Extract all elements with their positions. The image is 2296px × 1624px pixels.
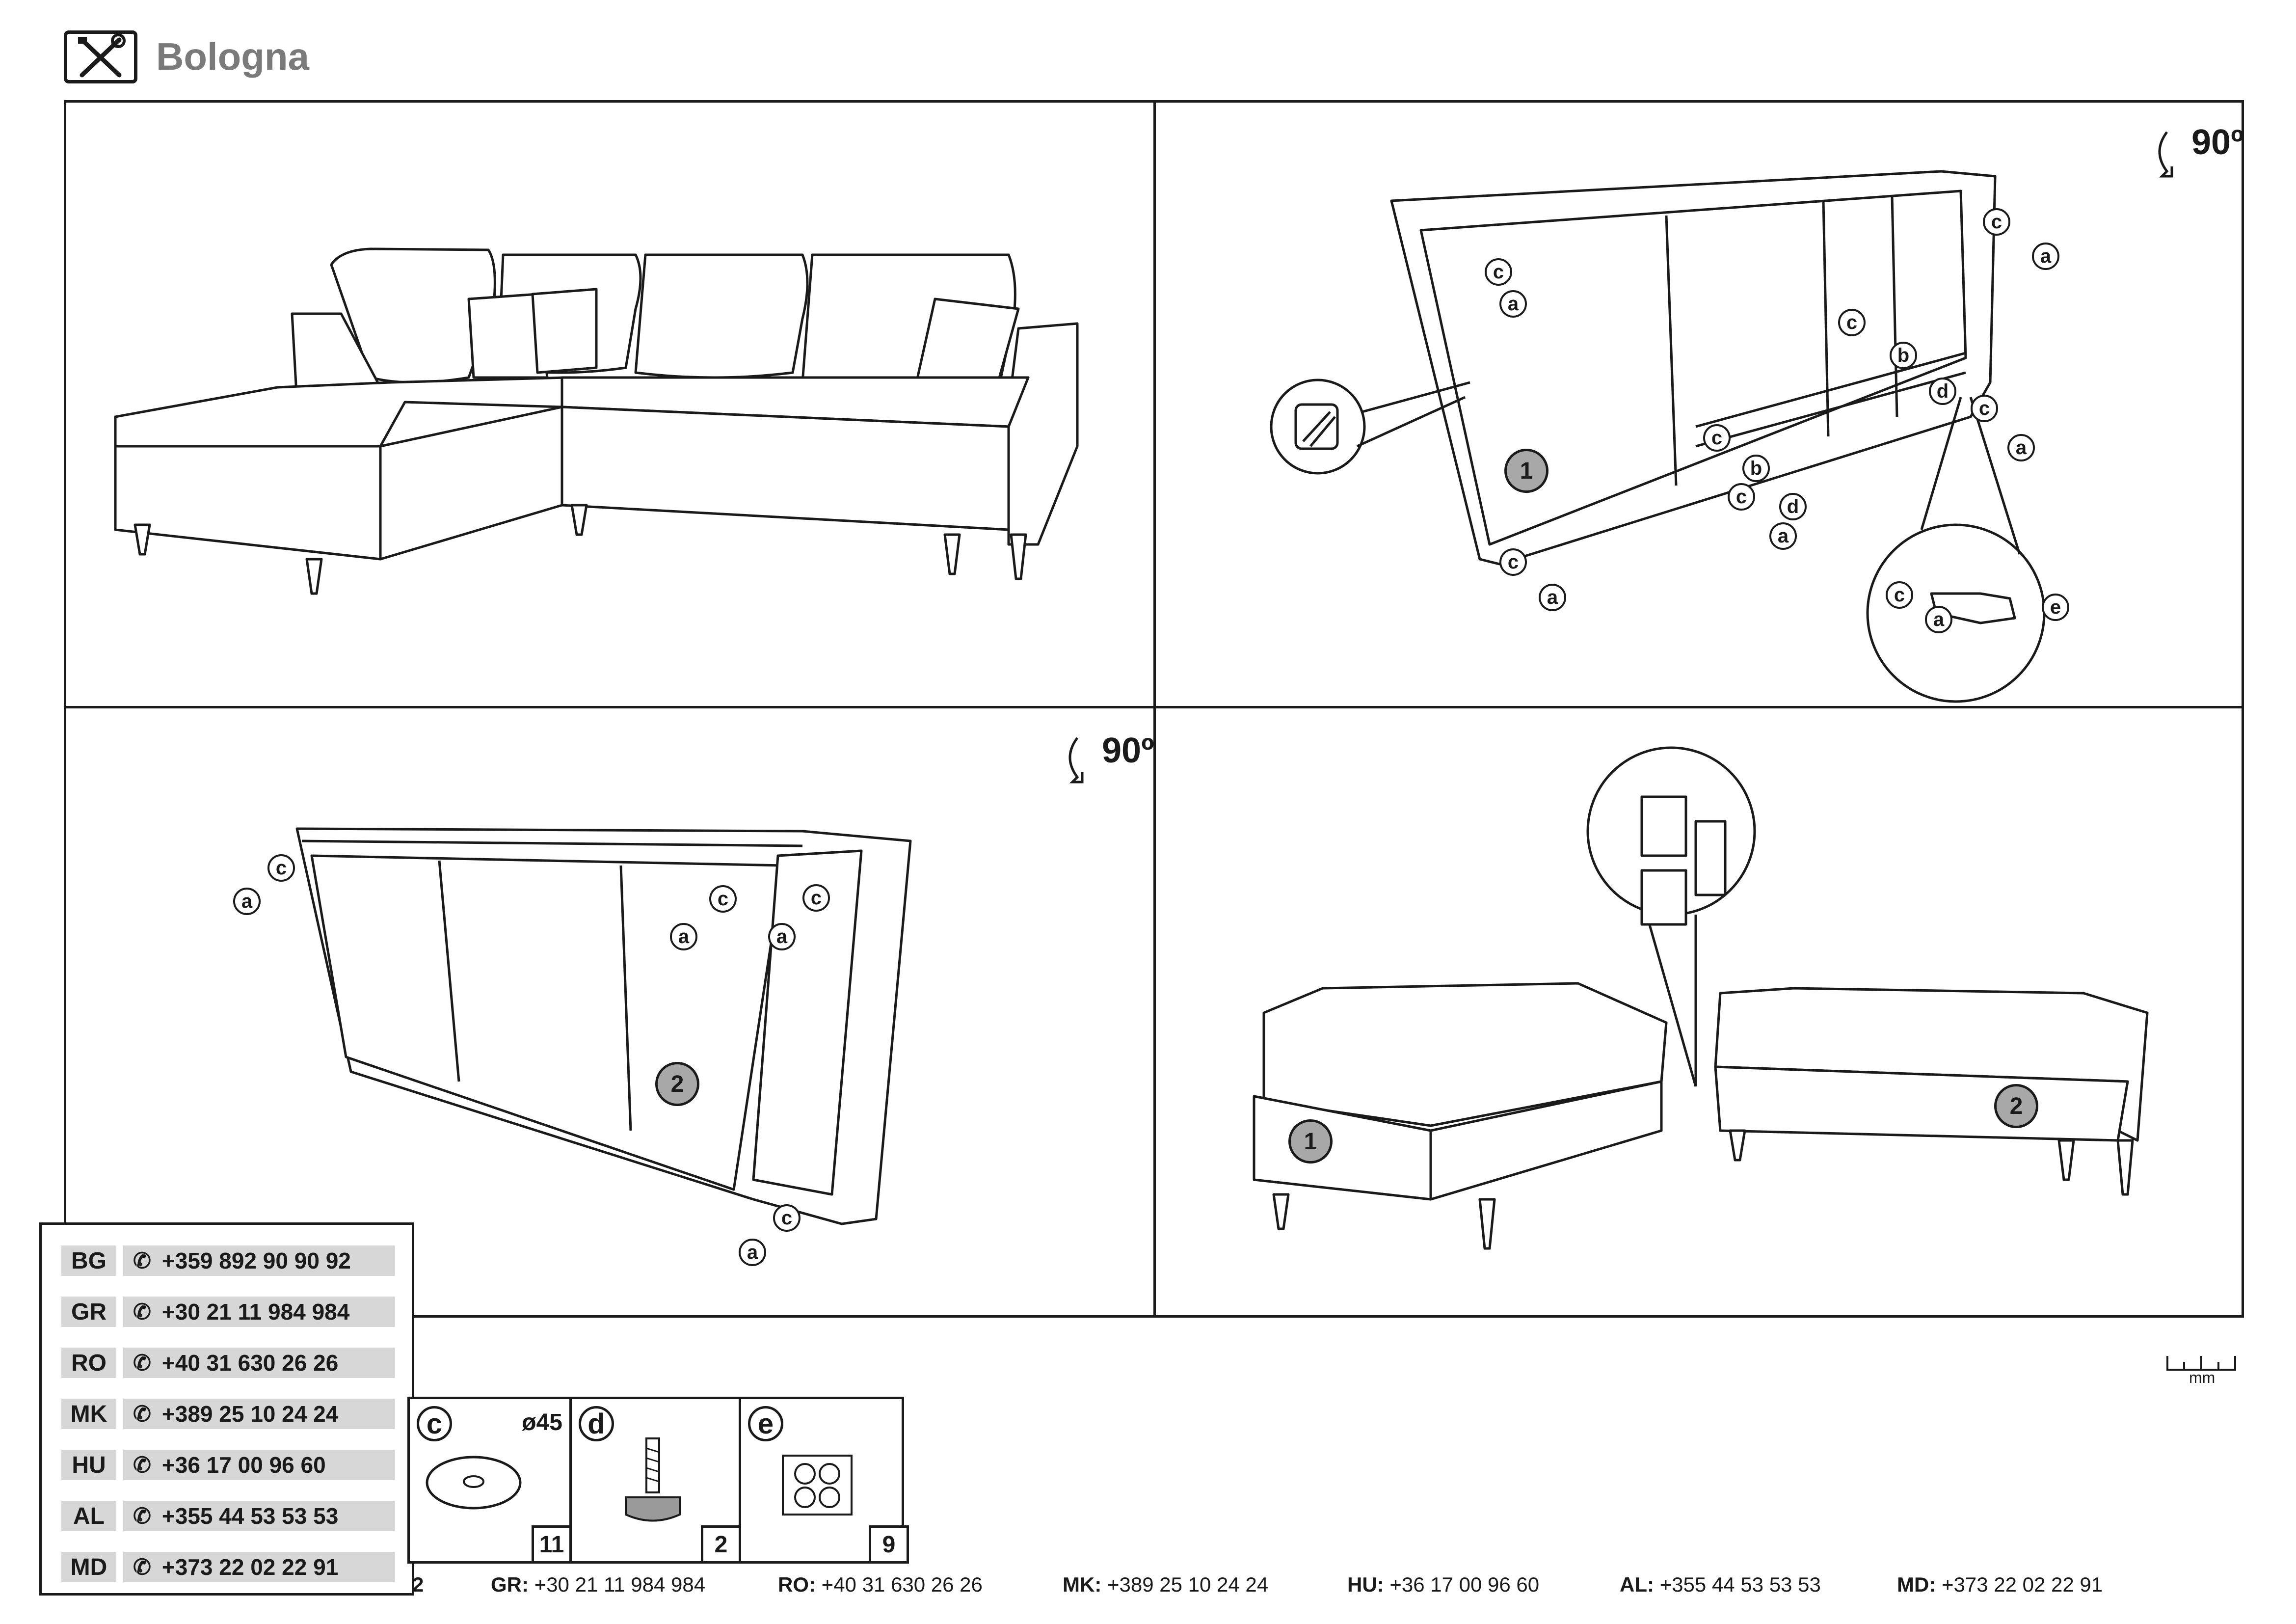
- label-b: b: [1742, 455, 1770, 482]
- label-b: b: [1890, 342, 1917, 369]
- label-a: a: [670, 923, 697, 950]
- phone-number: ✆+359 892 90 90 92: [123, 1245, 395, 1276]
- grid-divider-horizontal: [64, 706, 2244, 708]
- felt-pad-icon: [782, 1455, 853, 1516]
- label-c: c: [709, 885, 737, 913]
- part-number-1: 1: [1288, 1119, 1333, 1164]
- phone-row-bg: BG ✆+359 892 90 90 92: [61, 1245, 395, 1276]
- part-label: c: [417, 1406, 452, 1441]
- step-4-panel: 1 2: [1156, 708, 2242, 1315]
- label-a: a: [739, 1239, 766, 1266]
- label-a: a: [1769, 522, 1797, 550]
- phone-icon: ✆: [133, 1504, 151, 1528]
- phone-number: ✆+355 44 53 53 53: [123, 1501, 395, 1531]
- country-code: BG: [61, 1245, 116, 1276]
- country-code: MK: [61, 1399, 116, 1429]
- label-c: c: [1838, 309, 1866, 336]
- phone-row-md: MD ✆+373 22 02 22 91: [61, 1552, 395, 1582]
- label-a: a: [2032, 243, 2059, 270]
- phone-row-gr: GR ✆+30 21 11 984 984: [61, 1297, 395, 1327]
- country-code: MD: [61, 1552, 116, 1582]
- phone-icon: ✆: [133, 1248, 151, 1273]
- part-number-2: 2: [1994, 1084, 2038, 1128]
- footer-phone-ro: RO: +40 31 630 26 26: [778, 1573, 983, 1596]
- label-a: a: [2007, 434, 2035, 461]
- label-c: c: [1703, 424, 1731, 452]
- label-d: d: [1779, 493, 1807, 520]
- label-d: d: [1929, 378, 1956, 405]
- country-code: GR: [61, 1297, 116, 1327]
- washer-icon: [426, 1456, 522, 1510]
- phone-icon: ✆: [133, 1555, 151, 1579]
- ruler-unit: mm: [2189, 1369, 2216, 1386]
- footer-phone-mk: MK: +389 25 10 24 24: [1063, 1573, 1269, 1596]
- part-d: d 2: [572, 1399, 741, 1564]
- label-e: e: [2042, 594, 2069, 621]
- label-a: a: [768, 923, 796, 950]
- part-quantity: 11: [532, 1525, 572, 1564]
- label-c: c: [802, 884, 830, 912]
- phone-row-hu: HU ✆+36 17 00 96 60: [61, 1450, 395, 1480]
- step-3-panel: 90º 2 c a c a c a c a: [66, 708, 1154, 1315]
- phone-row-al: AL ✆+355 44 53 53 53: [61, 1501, 395, 1531]
- phone-number: ✆+36 17 00 96 60: [123, 1450, 395, 1480]
- footer-phone-hu: HU: +36 17 00 96 60: [1347, 1573, 1540, 1596]
- footer-partial: 2: [412, 1573, 424, 1596]
- phone-icon: ✆: [133, 1402, 151, 1426]
- label-c: c: [1886, 581, 1913, 609]
- label-a: a: [1539, 584, 1566, 611]
- label-c: c: [267, 854, 295, 882]
- part-quantity: 9: [869, 1525, 909, 1564]
- part-label: e: [748, 1406, 783, 1441]
- label-a: a: [233, 888, 261, 915]
- phone-number: ✆+30 21 11 984 984: [123, 1297, 395, 1327]
- phone-row-ro: RO ✆+40 31 630 26 26: [61, 1348, 395, 1378]
- country-code: HU: [61, 1450, 116, 1480]
- ruler-icon: mm: [2164, 1354, 2238, 1386]
- part-quantity: 2: [701, 1525, 741, 1564]
- part-number-2: 2: [655, 1062, 699, 1106]
- part-number-1: 1: [1504, 449, 1548, 493]
- frame-back-drawing: [1270, 131, 2173, 703]
- label-c: c: [1499, 548, 1527, 576]
- assembled-sofa-drawing: [114, 247, 1079, 595]
- part-e: e 9: [741, 1399, 909, 1564]
- country-code: AL: [61, 1501, 116, 1531]
- country-code: RO: [61, 1348, 116, 1378]
- grid-divider-vertical: [1153, 100, 1156, 1318]
- step-2-panel: 90º 1 c a c a c b d c a c b d c a c a c …: [1156, 103, 2244, 706]
- part-c: c ø45 11: [410, 1399, 572, 1564]
- part-label: d: [579, 1406, 614, 1441]
- phone-icon: ✆: [133, 1453, 151, 1477]
- joining-drawing: [1253, 746, 2149, 1250]
- rotate-90-label: 90º: [2191, 123, 2244, 162]
- label-a: a: [1499, 290, 1527, 318]
- footer-phone-gr: GR: +30 21 11 984 984: [491, 1573, 706, 1596]
- support-phone-list: BG ✆+359 892 90 90 92 GR ✆+30 21 11 984 …: [39, 1222, 414, 1596]
- phone-row-mk: MK ✆+389 25 10 24 24: [61, 1399, 395, 1429]
- label-c: c: [1728, 483, 1755, 511]
- tools-icon: [64, 30, 137, 83]
- phone-number: ✆+389 25 10 24 24: [123, 1399, 395, 1429]
- footer-phone-md: MD: +373 22 02 22 91: [1897, 1573, 2103, 1596]
- phone-number: ✆+373 22 02 22 91: [123, 1552, 395, 1582]
- product-title: Bologna: [156, 35, 309, 78]
- phone-icon: ✆: [133, 1351, 151, 1375]
- label-a: a: [1925, 606, 1952, 633]
- label-c: c: [1983, 208, 2010, 236]
- label-c: c: [773, 1204, 801, 1232]
- parts-list: c ø45 11 d 2 e 9: [407, 1397, 909, 1564]
- label-c: c: [1485, 258, 1512, 286]
- step-1-panel: [66, 103, 1153, 706]
- phone-icon: ✆: [133, 1299, 151, 1324]
- footer-phone-al: AL: +355 44 53 53 53: [1620, 1573, 1821, 1596]
- label-c: c: [1971, 395, 1998, 422]
- adjustable-foot-icon: [625, 1437, 681, 1522]
- phone-number: ✆+40 31 630 26 26: [123, 1348, 395, 1378]
- part-diameter: ø45: [522, 1409, 562, 1435]
- rotate-90-label: 90º: [1102, 731, 1154, 770]
